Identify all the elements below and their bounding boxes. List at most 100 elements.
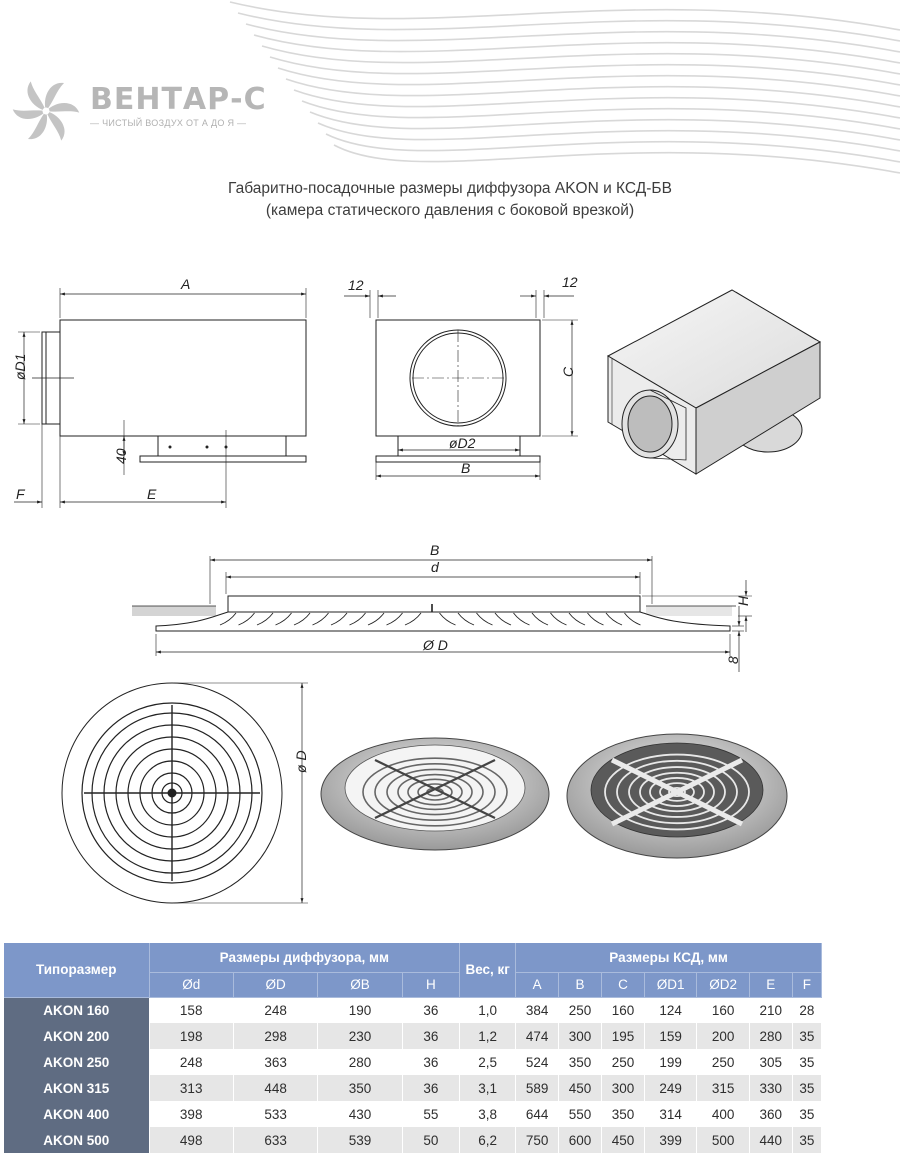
section-view-drawing [132, 556, 752, 672]
dim-label-12-left: 12 [348, 277, 364, 293]
header-size: Типоразмер [4, 943, 150, 998]
table-cell: 539 [317, 1127, 403, 1153]
table-cell: 313 [149, 1075, 234, 1101]
wave-line [325, 133, 900, 163]
table-cell: 500 [696, 1127, 750, 1153]
wave-line [277, 67, 900, 97]
table-cell: 440 [749, 1127, 793, 1153]
header-ksd-col: ØD2 [696, 972, 750, 998]
table-cell: 398 [149, 1101, 234, 1127]
table-cell: 498 [149, 1127, 234, 1153]
row-size-name: AKON 315 [4, 1075, 150, 1101]
dim-label-12-right: 12 [562, 274, 578, 290]
wave-line [261, 45, 900, 75]
table-cell: 159 [644, 1023, 698, 1049]
table-cell: 3,1 [459, 1075, 517, 1101]
table-cell: 363 [233, 1049, 319, 1075]
table-cell: 190 [317, 997, 403, 1023]
table-cell: 400 [696, 1101, 750, 1127]
row-size-name: AKON 160 [4, 997, 150, 1023]
vane [550, 612, 567, 626]
header-diffuser-group: Размеры диффузора, мм [149, 943, 461, 973]
grille-ring [362, 757, 508, 827]
row-size-name: AKON 200 [4, 1023, 150, 1049]
vane [275, 612, 292, 626]
wave-line [333, 144, 900, 174]
wave-line [229, 1, 900, 31]
vane [256, 612, 274, 626]
table-cell: 35 [792, 1075, 823, 1101]
table-cell: 450 [558, 1075, 602, 1101]
table-cell: 249 [644, 1075, 698, 1101]
table-cell: 195 [601, 1023, 645, 1049]
header-ksd-col: C [601, 972, 645, 998]
row-size-name: AKON 400 [4, 1101, 150, 1127]
table-cell: 350 [601, 1101, 645, 1127]
header-ksd-col: ØD1 [644, 972, 698, 998]
grille-ring [417, 783, 453, 801]
table-cell: 248 [149, 1049, 234, 1075]
technical-drawing: A øD1 40 F E 12 12 C øD2 B [12, 274, 822, 904]
vane [494, 612, 512, 626]
front-view-drawing [344, 290, 578, 480]
header-ksd-col: F [792, 972, 823, 998]
table-cell: 158 [149, 997, 234, 1023]
header-ksd-group: Размеры КСД, мм [515, 943, 822, 973]
wave-line [293, 89, 900, 119]
dim-label-section-8: 8 [725, 656, 741, 664]
wave-line [245, 23, 900, 53]
dim-label-plan-D: ø D [293, 750, 309, 773]
title-line-2: (камера статического давления с боковой … [265, 202, 635, 219]
page-title: Габаритно-посадочные размеры диффузора A… [0, 178, 900, 222]
vane [386, 612, 403, 626]
header-ksd-col: A [515, 972, 560, 998]
company-logo: ВЕНТАР-С — ЧИСТЫЙ ВОЗДУХ ОТ А ДО Я — [12, 76, 282, 146]
grille-ring [397, 773, 473, 811]
table-cell: 550 [558, 1101, 602, 1127]
table-cell: 524 [515, 1049, 560, 1075]
vane [624, 612, 641, 626]
vane [513, 612, 530, 626]
table-cell: 35 [792, 1023, 823, 1049]
table-cell: 248 [233, 997, 319, 1023]
vane [312, 612, 329, 626]
vane [587, 612, 604, 626]
vane [476, 612, 493, 626]
logo-tagline: — ЧИСТЫЙ ВОЗДУХ ОТ А ДО Я — [90, 118, 247, 128]
table-cell: 3,8 [459, 1101, 517, 1127]
table-cell: 2,5 [459, 1049, 517, 1075]
table-cell: 50 [402, 1127, 461, 1153]
dim-label-E: E [147, 486, 157, 502]
table-cell: 750 [515, 1127, 560, 1153]
grille-ring [649, 777, 705, 807]
table-cell: 644 [515, 1101, 560, 1127]
vane [367, 612, 385, 626]
dim-label-A: A [180, 276, 190, 292]
vane [531, 612, 549, 626]
table-cell: 250 [696, 1049, 750, 1075]
render-diffuser-top [320, 737, 550, 851]
vane [238, 612, 255, 626]
wave-line [301, 100, 900, 130]
table-cell: 250 [601, 1049, 645, 1075]
header-diffuser-col: H [402, 972, 461, 998]
table-cell: 36 [402, 1023, 461, 1049]
dim-label-section-D: Ø D [422, 637, 448, 653]
isometric-box-drawing [606, 289, 822, 475]
vane [404, 612, 422, 626]
table-cell: 36 [402, 997, 461, 1023]
table-cell: 360 [749, 1101, 793, 1127]
table-cell: 6,2 [459, 1127, 517, 1153]
table-cell: 315 [696, 1075, 750, 1101]
row-size-name: AKON 500 [4, 1127, 150, 1153]
table-cell: 633 [233, 1127, 319, 1153]
table-cell: 448 [233, 1075, 319, 1101]
render-diffuser-angled [566, 733, 788, 859]
table-cell: 160 [601, 997, 645, 1023]
table-cell: 36 [402, 1075, 461, 1101]
